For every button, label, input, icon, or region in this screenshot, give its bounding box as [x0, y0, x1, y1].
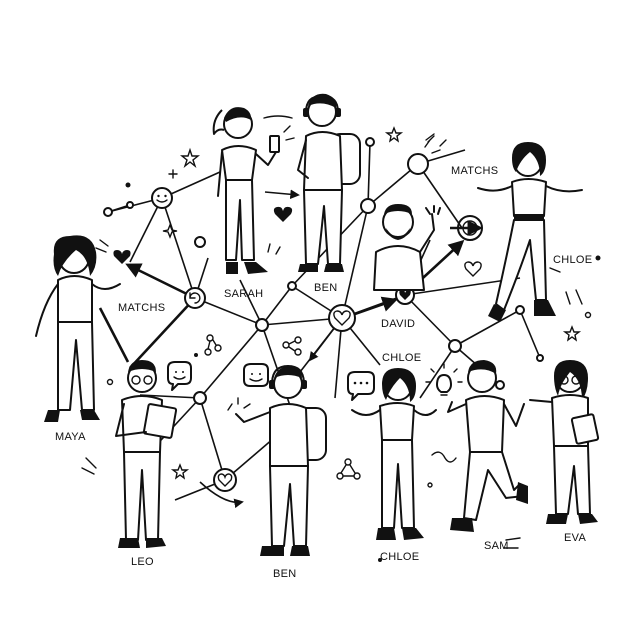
network-node [255, 318, 269, 332]
network-node [448, 339, 462, 353]
network-node [193, 391, 207, 405]
network-node [151, 187, 173, 209]
network-node [536, 354, 544, 362]
triangle-network-icon [336, 458, 361, 480]
person-sarah [212, 107, 295, 274]
person-maya [35, 235, 121, 422]
star-icon [170, 463, 190, 480]
share-icon [282, 336, 302, 356]
label-chloe-bottom: CHLOE [380, 551, 419, 563]
chat-bubble-icon [347, 371, 375, 401]
refresh-icon [189, 292, 201, 304]
label-maya: MAYA [55, 431, 86, 443]
label-chloe-right: CHLOE [553, 254, 592, 266]
network-node [328, 304, 356, 332]
label-eva: EVA [564, 532, 586, 544]
heart-icon [333, 310, 351, 326]
network-node [213, 468, 237, 492]
node-icons [156, 135, 483, 487]
decorations [81, 115, 601, 562]
person-sam [447, 360, 528, 532]
lightbulb-icon [425, 363, 463, 396]
chat-bubble-icon [243, 363, 269, 387]
network-node [126, 201, 134, 209]
network-node [287, 281, 297, 291]
label-david: DAVID [381, 318, 415, 330]
heart-icon [113, 250, 131, 264]
target-icon [457, 215, 483, 241]
smiley-icon [156, 194, 168, 203]
label-ben-top: BEN [314, 282, 338, 294]
label-sarah: SARAH [224, 288, 263, 300]
heart-icon [464, 261, 482, 277]
labels: SARAH BEN MATCHS MATCHS CHLOE DAVID CHLO… [55, 165, 592, 580]
label-leo: LEO [131, 556, 154, 568]
heart-icon [399, 290, 411, 300]
person-ben-bottom [235, 365, 327, 556]
network-node [103, 207, 113, 217]
person-leo [115, 360, 178, 548]
label-ben-bottom: BEN [273, 568, 297, 580]
person-chloe-bottom [351, 368, 437, 540]
network-node [515, 305, 525, 315]
chat-bubble-icon [167, 361, 192, 391]
star-icon [384, 126, 404, 143]
share-icon [204, 334, 222, 356]
label-matchs-top: MATCHS [451, 165, 498, 177]
label-sam: SAM [484, 540, 509, 552]
heart-icon [217, 473, 233, 487]
network-node [495, 380, 505, 390]
heart-icon [273, 206, 293, 222]
network-node [365, 137, 375, 147]
person-eva [529, 360, 600, 524]
person-ben-top [297, 93, 361, 272]
star-icon [562, 325, 582, 342]
label-chloe-mid: CHLOE [382, 352, 421, 364]
star-icon [180, 147, 200, 169]
person-david [373, 204, 441, 291]
network-node [194, 236, 206, 248]
network-node [407, 153, 429, 175]
label-matchs-left: MATCHS [118, 302, 165, 314]
network-node [360, 198, 376, 214]
person-chloe-right [477, 142, 583, 322]
